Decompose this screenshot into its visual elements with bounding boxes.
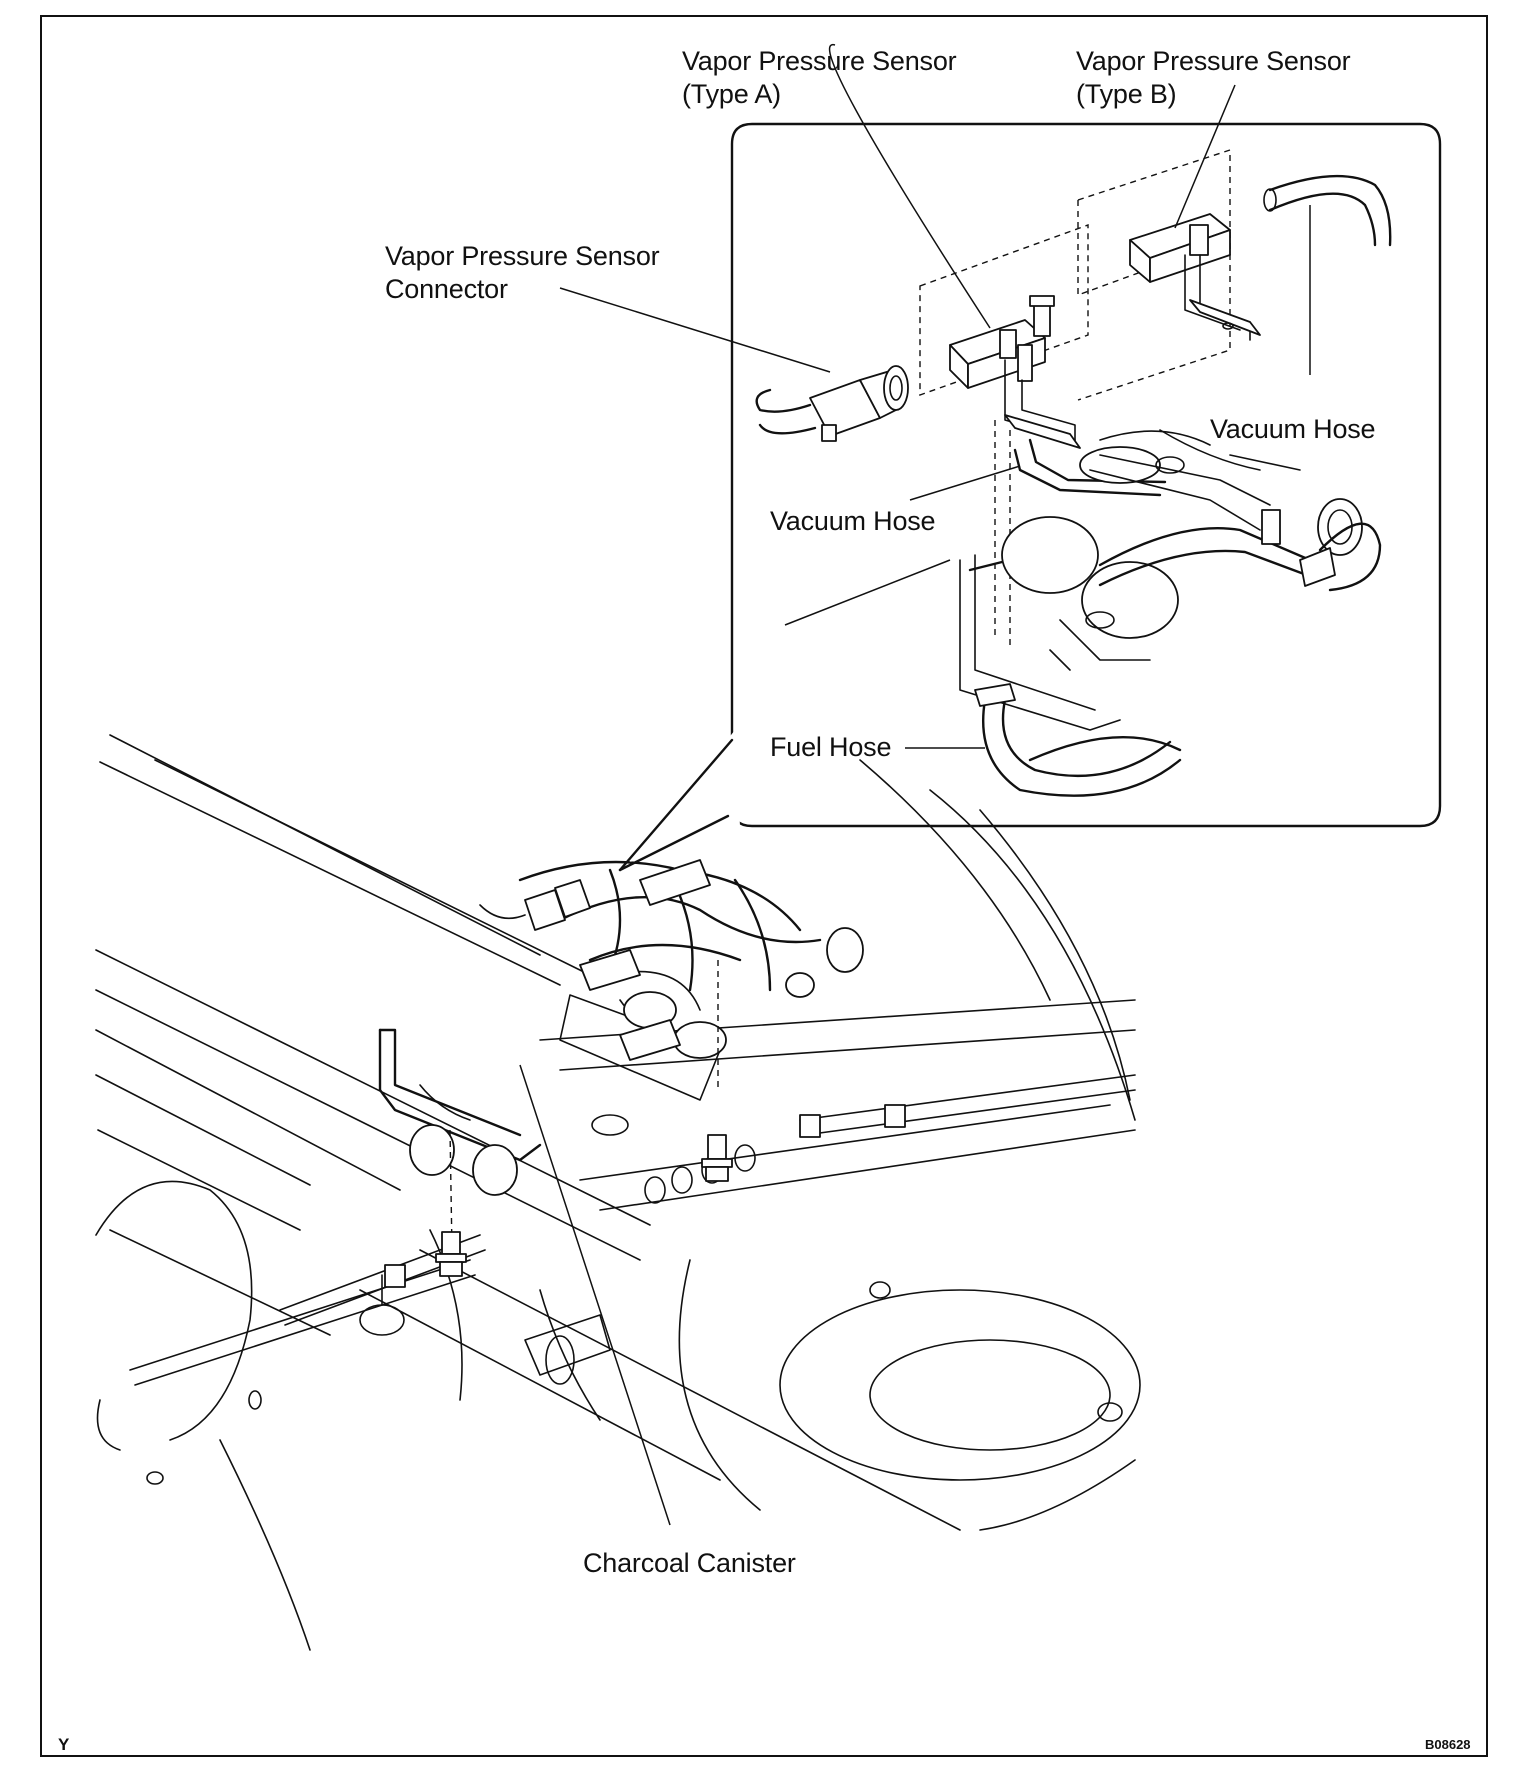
label-sensor-connector: Vapor Pressure Sensor Connector xyxy=(385,241,660,304)
canister-bolt-right xyxy=(701,1134,733,1182)
label-vacuum-hose-right: Vacuum Hose xyxy=(1210,414,1376,444)
figure-code: B08628 xyxy=(1425,1737,1471,1752)
corner-mark-y: Y xyxy=(58,1735,70,1754)
label-charcoal-canister: Charcoal Canister xyxy=(583,1548,796,1578)
label-sensor-type-b: Vapor Pressure Sensor (Type B) xyxy=(1076,46,1351,109)
underbody-drawing xyxy=(95,734,1141,1651)
charcoal-canister-leader xyxy=(519,1064,671,1526)
canister-bolt-left xyxy=(435,1231,467,1277)
label-fuel-hose: Fuel Hose xyxy=(770,732,892,762)
inset-detail xyxy=(559,44,1442,872)
label-sensor-type-a: Vapor Pressure Sensor (Type A) xyxy=(682,46,957,109)
figure-frame xyxy=(40,15,1488,1757)
label-vacuum-hose-left: Vacuum Hose xyxy=(770,506,936,536)
canister-assembly xyxy=(378,859,864,1251)
